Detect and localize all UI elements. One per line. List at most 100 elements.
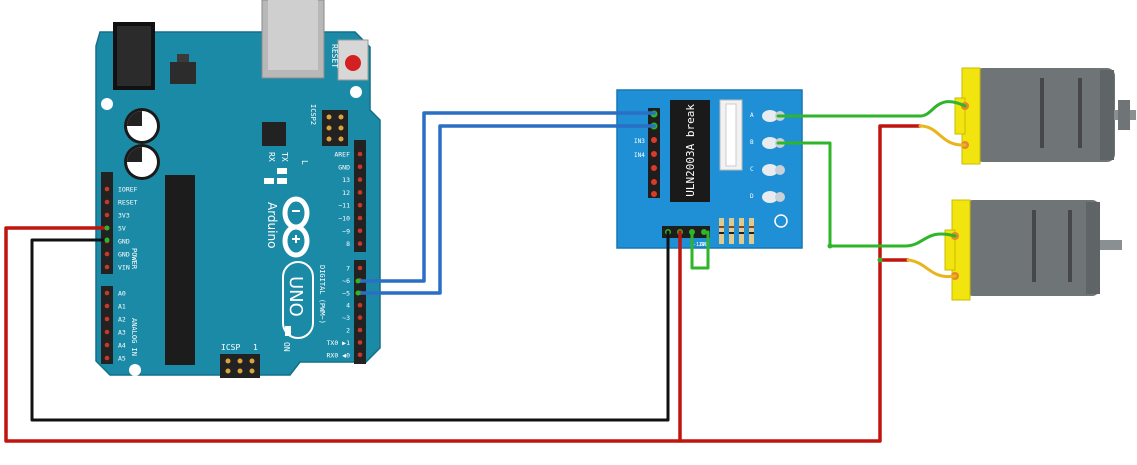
pin-label: A1 bbox=[118, 303, 126, 311]
chip-label: ULN2003A break bbox=[684, 104, 697, 197]
digital-header-bottom bbox=[354, 260, 366, 364]
model-label: UNO bbox=[285, 276, 306, 317]
pin-label: ~9 bbox=[342, 227, 350, 235]
header-pin bbox=[357, 177, 363, 182]
pin-label: 7 bbox=[346, 265, 350, 273]
digital-header-top bbox=[354, 140, 366, 252]
header-pin bbox=[357, 151, 363, 157]
header-pin bbox=[357, 265, 363, 271]
header-pin bbox=[104, 290, 110, 296]
header-pin bbox=[104, 186, 110, 192]
wire-signal-2 bbox=[356, 124, 656, 295]
header-pin bbox=[104, 342, 110, 348]
header-pin bbox=[104, 264, 110, 270]
led-rx-label: RX bbox=[267, 152, 276, 162]
uno-badge bbox=[282, 261, 314, 339]
pin-label: RX0 ◀0 bbox=[327, 351, 351, 359]
uln2003-chip bbox=[670, 100, 710, 202]
wire-signal-1 bbox=[356, 111, 656, 283]
icsp2-label: ICSP2 bbox=[309, 104, 317, 125]
wires bbox=[4, 100, 967, 443]
pin-label: A0 bbox=[118, 290, 126, 298]
header-pin bbox=[357, 327, 363, 333]
icsp2-header bbox=[322, 110, 348, 146]
led-tx bbox=[277, 178, 287, 184]
pin-label: ~3 bbox=[342, 314, 350, 322]
power-input-header bbox=[662, 226, 710, 238]
header-pin bbox=[357, 202, 363, 208]
header-pin bbox=[104, 212, 110, 218]
output-label-d: D bbox=[750, 193, 754, 200]
led-rx bbox=[264, 178, 274, 184]
header-pin bbox=[357, 352, 363, 358]
pin-label: ~11 bbox=[338, 202, 350, 210]
power-header-label: POWER bbox=[130, 248, 138, 270]
led-tx-label: TX bbox=[280, 152, 289, 162]
pin-label: A2 bbox=[118, 316, 126, 324]
icsp-pin1-label: 1 bbox=[253, 343, 258, 352]
pin-label: GND bbox=[338, 163, 350, 171]
pin-label: 5V bbox=[118, 225, 126, 233]
reset-button-cap bbox=[345, 55, 361, 71]
icsp-label: ICSP bbox=[221, 343, 240, 352]
header-pin bbox=[104, 199, 110, 205]
output-label-a: A bbox=[750, 112, 754, 119]
arduino-logo bbox=[282, 196, 310, 258]
pin-label: ~5 bbox=[342, 289, 350, 297]
analog-header bbox=[101, 286, 113, 364]
pin-label: 3V3 bbox=[118, 212, 130, 220]
input-label-in4: IN4 bbox=[634, 152, 645, 159]
arduino-uno-board: RESET ICSP2 L TX RX bbox=[95, 0, 381, 378]
mounting-hole bbox=[355, 366, 367, 378]
header-pin bbox=[357, 164, 363, 170]
pin-label: 2 bbox=[346, 327, 350, 335]
pin-label: A3 bbox=[118, 329, 126, 337]
header-pin bbox=[104, 355, 110, 361]
header-pin bbox=[104, 303, 110, 309]
motor2-lead-yellow bbox=[906, 258, 957, 279]
pin-label: 12 bbox=[342, 189, 350, 197]
output-label-c: C bbox=[750, 166, 754, 173]
mounting-hole bbox=[350, 86, 362, 98]
input-label-in3: IN3 bbox=[634, 138, 645, 145]
power-pin-label-vcc: 5-12V bbox=[690, 242, 705, 248]
reset-label: RESET bbox=[330, 44, 339, 68]
led-on bbox=[285, 326, 291, 336]
pin-label: A5 bbox=[118, 355, 126, 363]
pin-label: 4 bbox=[346, 302, 350, 310]
pin-label: ~10 bbox=[338, 215, 350, 223]
header-pin bbox=[357, 302, 363, 308]
wire-gnd bbox=[30, 230, 670, 422]
usb-chip bbox=[262, 122, 286, 146]
header-pin bbox=[357, 241, 363, 246]
digital-header-label: DIGITAL (PWM~) bbox=[318, 265, 326, 324]
power-pin-label-gnd: GND bbox=[700, 242, 709, 248]
resistor-array bbox=[719, 218, 754, 244]
wire-motor2-a bbox=[776, 141, 907, 248]
voltage-regulator bbox=[170, 62, 196, 84]
pin-label: ~6 bbox=[342, 277, 350, 285]
pin-label: GND bbox=[118, 251, 130, 259]
header-pin bbox=[104, 316, 110, 322]
wire-jumper bbox=[690, 230, 710, 270]
pin-label: 13 bbox=[342, 176, 350, 184]
pin-label: RESET bbox=[118, 199, 138, 207]
uln2003-driver-board: IN3 IN4 ULN2003A break A B C D 5-12V GND bbox=[616, 89, 803, 249]
led-l-label: L bbox=[300, 160, 309, 165]
power-header bbox=[101, 172, 113, 274]
on-label: ON bbox=[282, 342, 291, 352]
wire-motor-vcc bbox=[678, 124, 922, 443]
brand-logo-icon bbox=[774, 214, 788, 228]
header-pin bbox=[104, 329, 110, 335]
motor2-lead-green bbox=[903, 232, 957, 248]
atmega-chip bbox=[165, 175, 195, 365]
pin-label: GND bbox=[118, 238, 130, 246]
pin-label: A4 bbox=[118, 342, 126, 350]
header-pin bbox=[357, 228, 363, 234]
arduino-brand: Arduino bbox=[265, 202, 279, 248]
pin-label: AREF bbox=[334, 151, 350, 159]
